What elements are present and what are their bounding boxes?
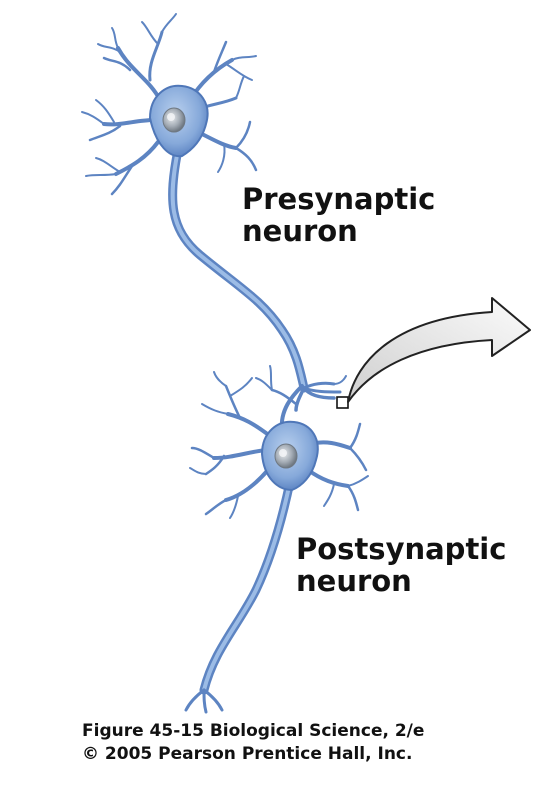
postsynaptic-label-line1: Postsynaptic	[296, 532, 507, 566]
presynaptic-nucleus	[162, 107, 186, 133]
postsynaptic-nucleus	[274, 443, 298, 469]
axon-terminals	[294, 375, 347, 412]
postsynaptic-label-line2: neuron	[296, 564, 412, 599]
zoom-arrow	[347, 297, 531, 403]
presynaptic-neuron	[81, 13, 347, 412]
figure-caption: Figure 45-15 Biological Science, 2/e © 2…	[82, 720, 424, 766]
synapse-highlight-box	[336, 396, 349, 409]
postsynaptic-neuron	[184, 365, 369, 714]
presynaptic-label-line1: Presynaptic	[242, 182, 436, 216]
caption-line2: © 2005 Pearson Prentice Hall, Inc.	[82, 743, 413, 764]
presynaptic-neuron-label: Presynaptic neuron	[242, 183, 435, 248]
postsynaptic-axon-terminals	[184, 688, 224, 714]
caption-line1: Figure 45-15 Biological Science, 2/e	[82, 721, 425, 741]
presynaptic-label-line2: neuron	[242, 214, 358, 249]
postsynaptic-neuron-label: Postsynaptic neuron	[296, 533, 506, 598]
